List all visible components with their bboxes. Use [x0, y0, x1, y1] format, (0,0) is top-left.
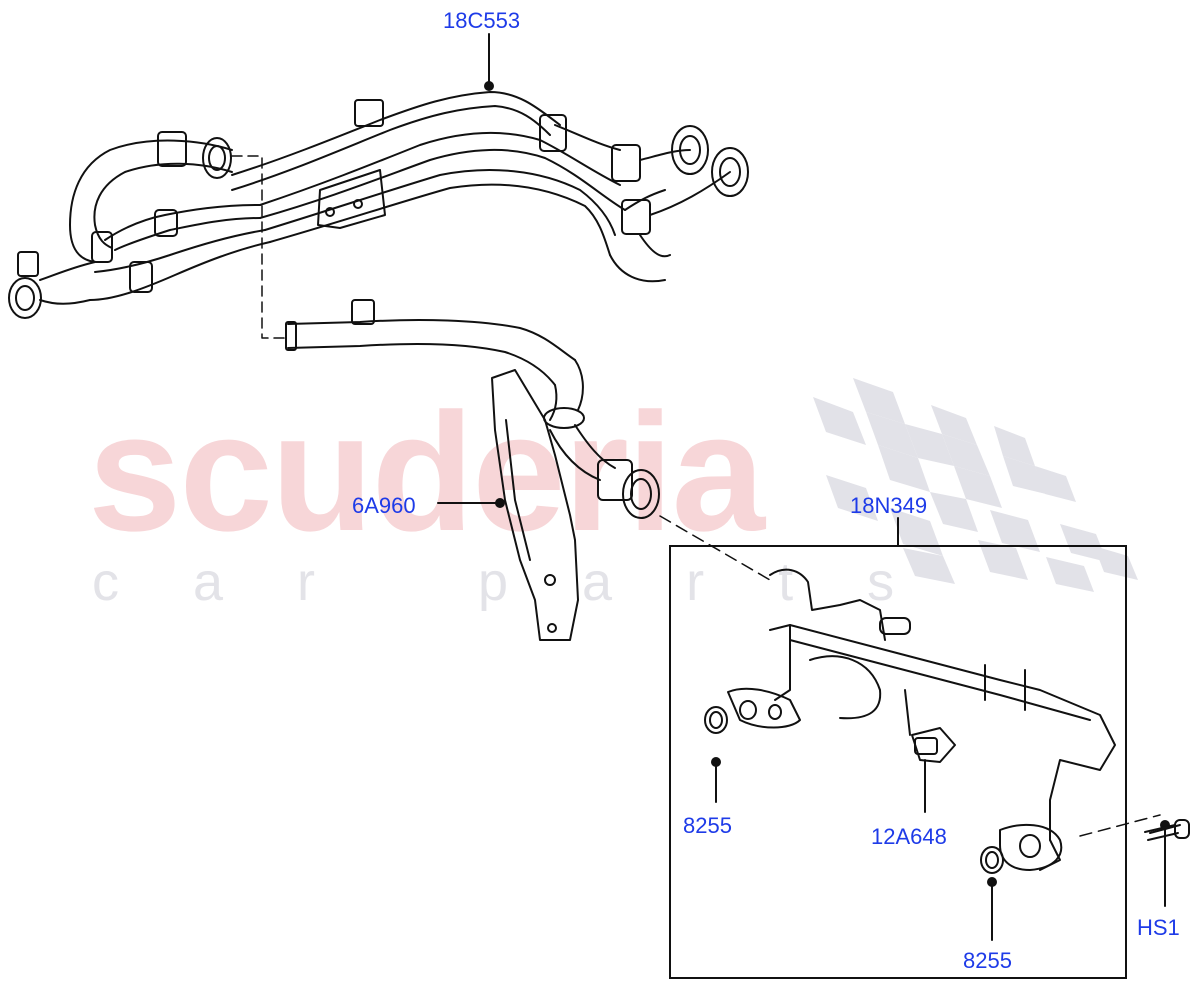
callout-6a960[interactable]: 6A960	[352, 493, 416, 518]
callout-8255-left[interactable]: 8255	[683, 813, 732, 838]
callout-hs1[interactable]: HS1	[1137, 915, 1180, 940]
callout-8255-right[interactable]: 8255	[963, 948, 1012, 973]
callout-18c553[interactable]: 18C553	[443, 8, 521, 33]
watermark-scuderia: scuderia	[88, 378, 765, 566]
manifold-inset-frame	[669, 545, 1127, 979]
watermark-car-parts: car parts	[92, 552, 969, 612]
manifold-18n349	[704, 568, 1190, 874]
hose-assembly-18c553	[8, 91, 749, 319]
callout-18n349[interactable]: 18N349	[850, 493, 928, 518]
pipe-6a960	[285, 299, 660, 641]
callout-12a648[interactable]: 12A648	[871, 824, 947, 849]
